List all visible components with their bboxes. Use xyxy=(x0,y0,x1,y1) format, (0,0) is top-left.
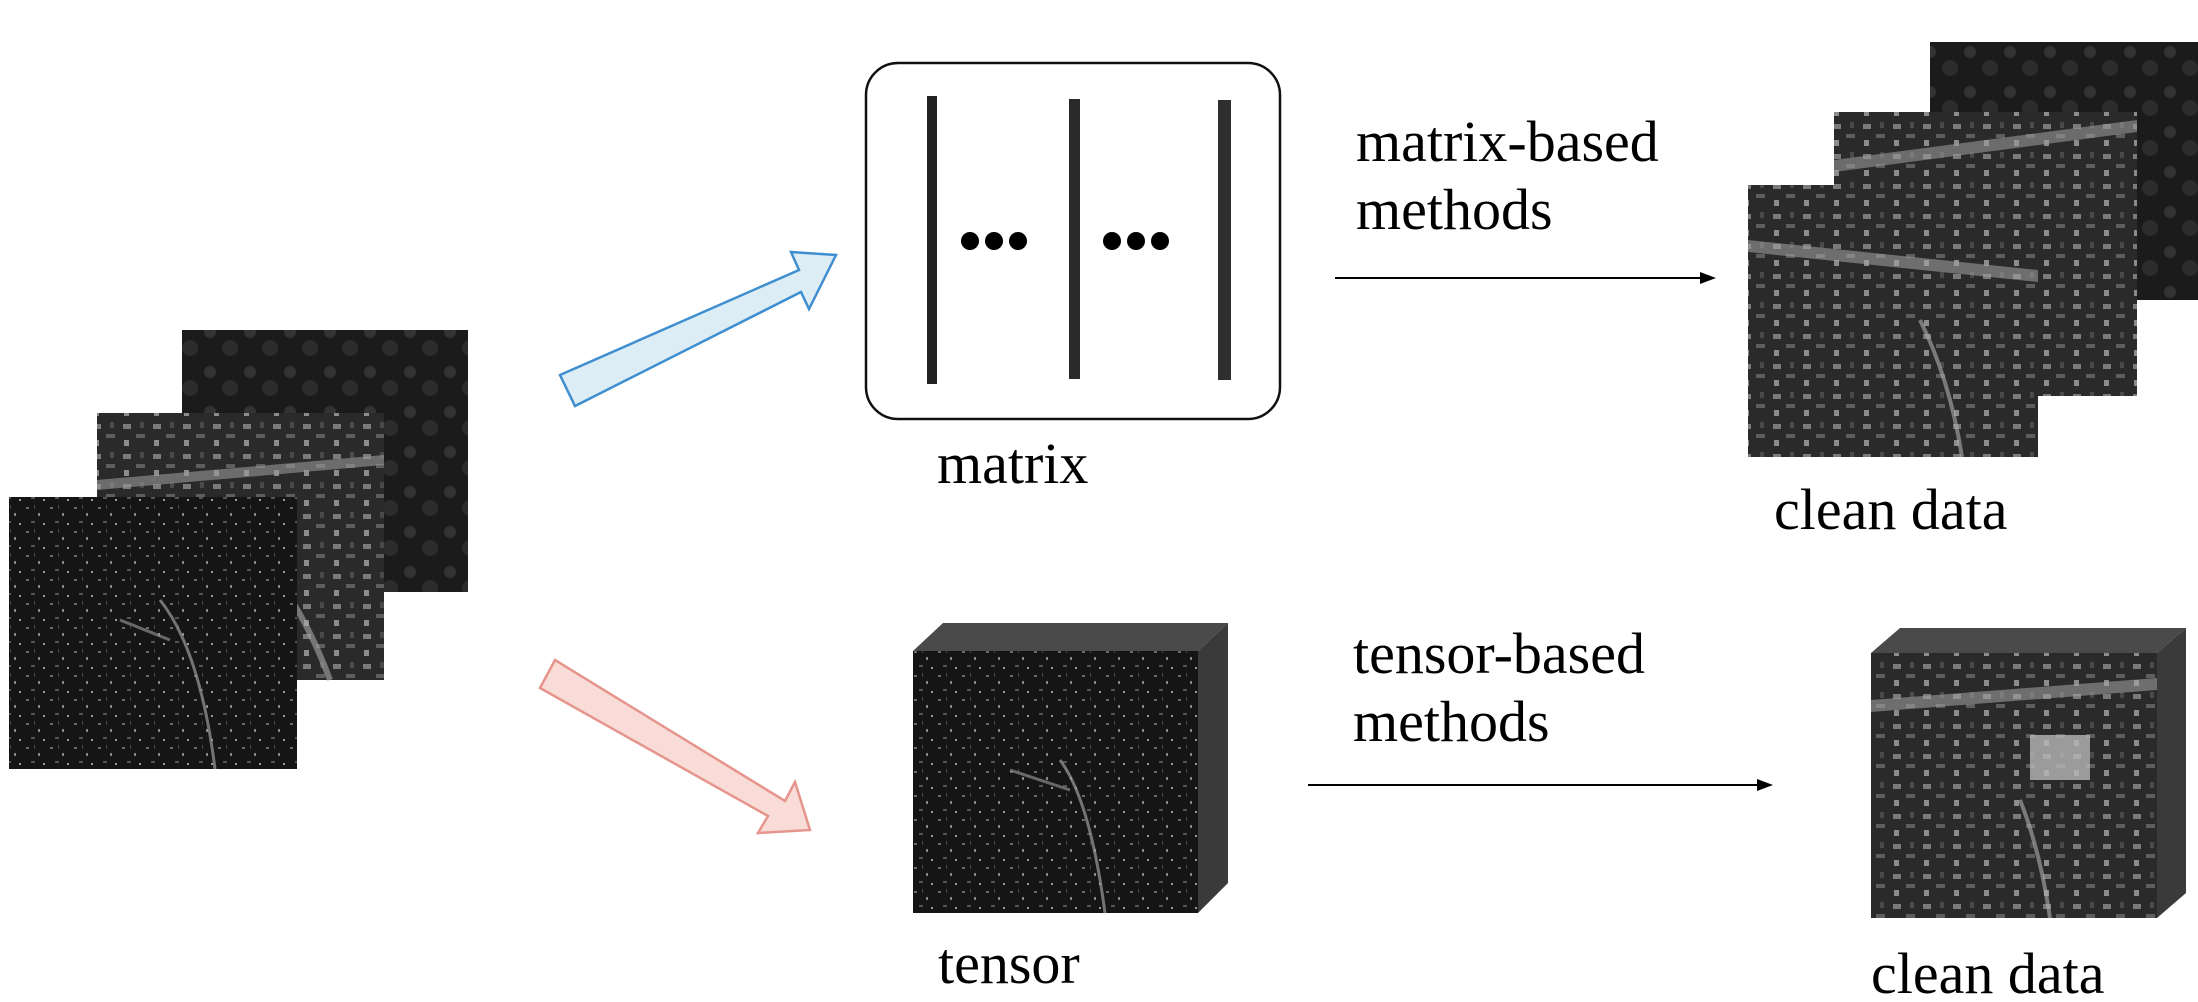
tensor-methods-label: tensor-based methods xyxy=(1353,620,1645,757)
clean-image-stack xyxy=(1748,42,2198,458)
clean-cube-side xyxy=(2157,628,2186,918)
matrix-column xyxy=(1069,99,1080,379)
input-image-stack xyxy=(9,330,468,770)
matrix-methods-line2: methods xyxy=(1356,177,1553,243)
tensor-methods-arrow xyxy=(1308,779,1773,791)
matrix-methods-arrow xyxy=(1335,272,1716,284)
ellipsis-icon xyxy=(961,232,1027,250)
tensor-methods-line2: methods xyxy=(1353,689,1550,755)
tensor-cube-front xyxy=(913,651,1198,913)
clean-data-label-bottom: clean data xyxy=(1871,941,2105,1002)
ellipsis-icon xyxy=(1103,232,1169,250)
matrix-methods-label: matrix-based methods xyxy=(1356,108,1659,245)
matrix-label: matrix xyxy=(937,431,1089,496)
arrow-to-matrix xyxy=(558,250,838,408)
clean-cube-top xyxy=(1871,628,2186,653)
matrix-methods-line1: matrix-based xyxy=(1356,109,1659,174)
tensor-methods-line1: tensor-based xyxy=(1353,621,1645,686)
arrow-to-tensor xyxy=(538,658,812,835)
clean-cube xyxy=(1871,628,2186,919)
matrix-column xyxy=(927,96,937,384)
tensor-cube-top xyxy=(913,623,1228,651)
clean-band-front xyxy=(1748,185,2038,457)
clean-data-label-top: clean data xyxy=(1774,477,2008,542)
tensor-label: tensor xyxy=(938,931,1080,996)
matrix-column xyxy=(1218,100,1231,380)
matrix-box xyxy=(864,61,1282,421)
tensor-cube-side xyxy=(1198,623,1228,913)
tensor-cube xyxy=(913,623,1228,914)
